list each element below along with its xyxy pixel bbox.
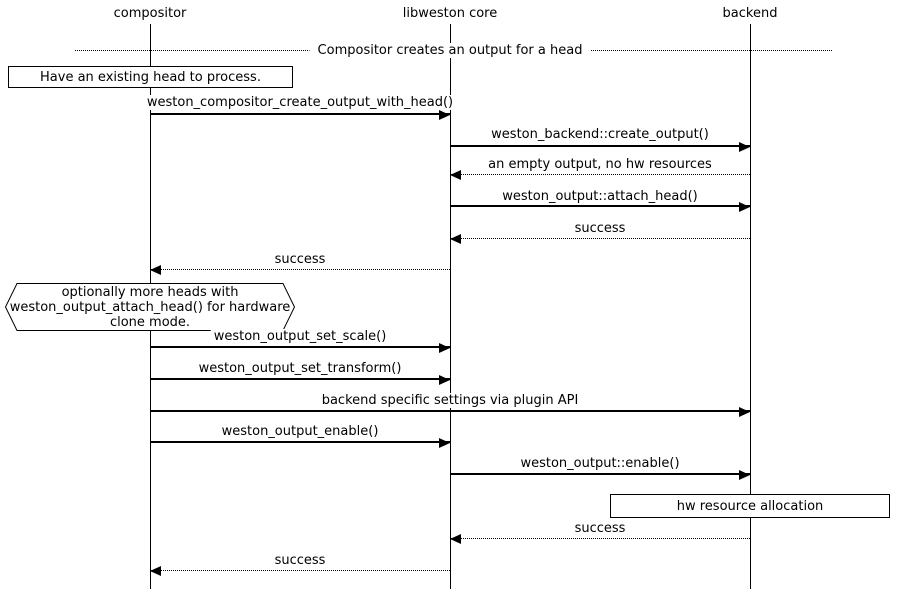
message-label: weston_output::attach_head() [499,189,701,204]
message-line [150,346,450,348]
participant-label-compositor: compositor [113,6,187,21]
divider-label: Compositor creates an output for a head [309,43,591,58]
participant-label-backend: backend [722,6,778,21]
note-label: Have an existing head to process. [40,69,261,85]
message-line [150,570,450,571]
arrowhead [450,234,461,244]
message-line [450,238,750,239]
message-line [150,378,450,380]
message-line [450,174,750,175]
arrowhead [439,375,450,385]
message-label: weston_output::enable() [517,456,683,471]
note-line: clone mode. [109,314,191,330]
message-label: weston_output_set_scale() [210,329,390,344]
arrowhead [739,142,750,152]
message-label: backend specific settings via plugin API [318,393,582,408]
arrowhead [150,566,161,576]
arrowhead [439,343,450,353]
arrowhead [150,265,161,275]
arrowhead [439,438,450,448]
note-angular-box-more-heads: optionally more heads with weston_output… [5,283,295,331]
message-line [150,113,450,115]
note-label: hw resource allocation [676,498,824,514]
note-text: optionally more heads with weston_output… [5,283,295,331]
lifeline-backend [750,24,751,589]
message-label: weston_output_set_transform() [195,361,405,376]
message-line [150,269,450,270]
lifeline-libweston-core [450,24,451,589]
arrowhead [450,534,461,544]
message-line [150,410,750,412]
arrowhead [739,202,750,212]
arrowhead [739,470,750,480]
message-line [450,205,750,207]
note-line: weston_output_attach_head() for hardware [9,299,291,315]
message-label: weston_compositor_create_output_with_hea… [143,95,457,110]
note-box-hw-allocation: hw resource allocation [610,494,890,518]
message-label: success [571,221,629,236]
message-line [150,441,450,443]
message-line [450,145,750,147]
message-label: weston_backend::create_output() [488,127,712,142]
message-label: success [271,553,329,568]
message-label: weston_output_enable() [218,424,382,439]
note-box-existing-head: Have an existing head to process. [8,66,293,88]
message-line [450,538,750,539]
message-label: success [271,252,329,267]
message-line [450,473,750,475]
message-label: success [571,521,629,536]
arrowhead [439,110,450,120]
participant-label-libweston-core: libweston core [402,6,498,21]
message-label: an empty output, no hw resources [485,157,715,172]
note-line: optionally more heads with [61,284,239,300]
arrowhead [739,407,750,417]
arrowhead [450,170,461,180]
